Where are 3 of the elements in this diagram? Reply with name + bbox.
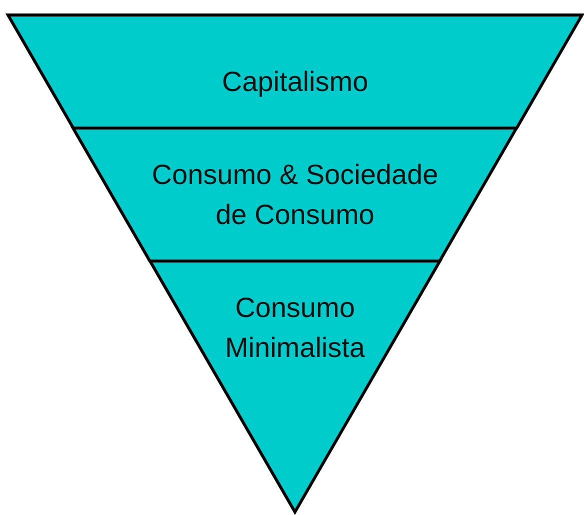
band-label: Capitalismo xyxy=(220,65,370,99)
band-label: Consumo & Sociedade de Consumo xyxy=(150,158,440,232)
band-label: Consumo Minimalista xyxy=(224,291,366,365)
